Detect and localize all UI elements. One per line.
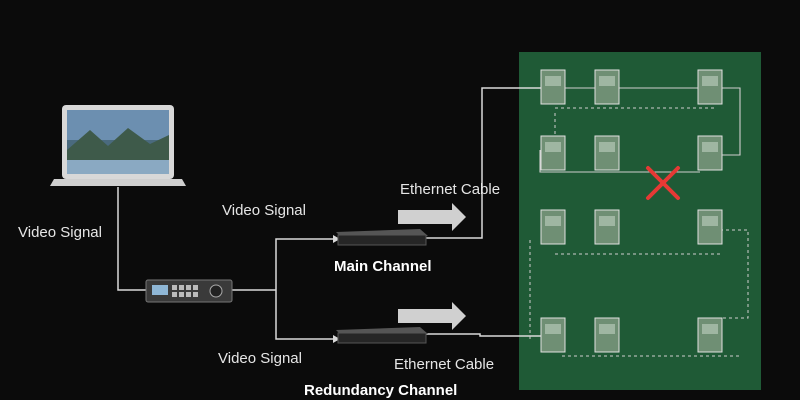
receiving-card-icon <box>540 135 566 171</box>
laptop-icon <box>50 105 186 186</box>
redundancy-channel-label: Redundancy Channel <box>304 382 458 399</box>
sending-box-redundant-icon <box>336 327 428 344</box>
receiving-card-icon <box>697 69 723 105</box>
ethernet-arrow-top <box>398 203 466 231</box>
wire-arrow-redundant <box>333 335 340 343</box>
ethernet-cable-label-bottom: Ethernet Cable <box>394 356 495 373</box>
video-signal-label-left: Video Signal <box>18 224 102 241</box>
video-processor-icon <box>145 279 233 303</box>
wire-arrow-main <box>333 235 340 243</box>
receiving-card-icon <box>697 209 723 245</box>
ethernet-arrow-bottom <box>398 302 466 330</box>
video-signal-label-bottom: Video Signal <box>218 350 302 367</box>
video-signal-label-top: Video Signal <box>222 202 306 219</box>
sending-box-main-icon <box>336 229 428 246</box>
signal-wires <box>117 87 541 340</box>
receiving-card-grid <box>540 69 723 353</box>
receiving-card-icon <box>594 317 620 353</box>
receiving-card-icon <box>540 69 566 105</box>
receiving-card-icon <box>697 317 723 353</box>
receiving-card-icon <box>540 317 566 353</box>
panel-cabling-main <box>539 87 741 173</box>
receiving-card-icon <box>594 69 620 105</box>
receiving-card-icon <box>594 209 620 245</box>
main-channel-label: Main Channel <box>334 258 432 275</box>
receiving-card-icon <box>697 135 723 171</box>
fault-x-icon <box>646 166 680 200</box>
receiving-card-icon <box>540 209 566 245</box>
ethernet-cable-label-top: Ethernet Cable <box>400 181 501 198</box>
panel-cabling-redundant <box>529 107 749 357</box>
receiving-card-icon <box>594 135 620 171</box>
